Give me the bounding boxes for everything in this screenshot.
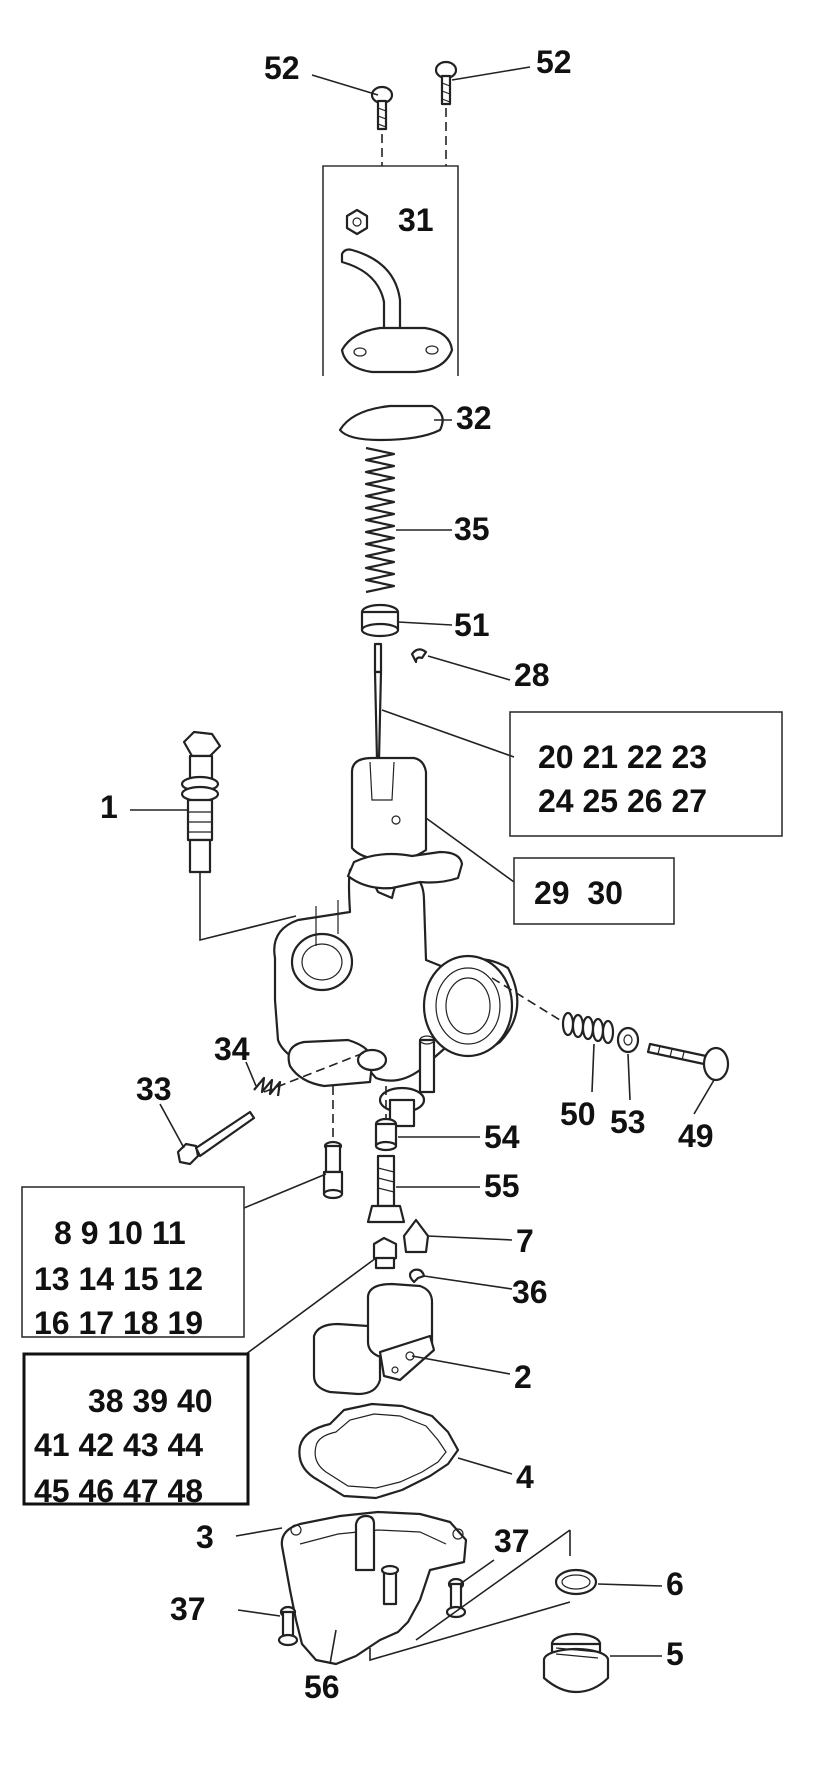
float-drawing: [312, 1282, 436, 1396]
needle-holder-drawing: [360, 603, 400, 638]
needle-jet-drawing: [366, 1154, 406, 1224]
callout-5: 5: [666, 1636, 684, 1672]
callout-3: 3: [196, 1519, 214, 1555]
bowl-bolt-left-drawing: [277, 1605, 299, 1647]
group-pilot-jet-line-3: 16 17 18 19: [34, 1305, 203, 1341]
callout-54: 54: [484, 1119, 520, 1155]
group-pilot-jet-line-2: 13 14 15 12: [34, 1261, 203, 1297]
callout-37-right: 37: [494, 1523, 530, 1559]
washer-drawing: [616, 1026, 640, 1054]
leader-lines: [130, 66, 715, 1665]
pilot-screw-spring-drawing: [253, 1076, 282, 1097]
callout-55: 55: [484, 1168, 520, 1204]
callout-51: 51: [454, 607, 490, 643]
callout-34: 34: [214, 1031, 250, 1067]
drain-plug-drawing: [542, 1632, 610, 1694]
needle-drawing: [373, 642, 383, 762]
slide-drawing: [350, 756, 428, 862]
callout-4: 4: [516, 1459, 534, 1495]
o-ring-drawing: [554, 1568, 598, 1596]
callout-28: 28: [514, 657, 550, 693]
callout-2: 2: [514, 1359, 532, 1395]
float-valve-clip-drawing: [408, 1268, 426, 1284]
callout-36: 36: [512, 1274, 548, 1310]
callout-37-left: 37: [170, 1591, 206, 1627]
callout-32: 32: [456, 400, 492, 436]
throttle-stop-screw-drawing: [646, 1042, 730, 1082]
pilot-screw-drawing: [176, 1110, 256, 1166]
assembly-lines: [263, 108, 571, 1662]
carburetor-body-drawing: [273, 850, 519, 1128]
callout-6: 6: [666, 1566, 684, 1602]
group-box-main-jet: [22, 1352, 250, 1506]
callout-31: 31: [398, 202, 434, 238]
group-pilot-jet-line-1: 8 9 10 11: [54, 1215, 186, 1251]
float-bowl-gasket-drawing: [298, 1402, 460, 1500]
group-needle-line-1: 20 21 22 23: [538, 739, 707, 775]
group-main-jet-line-3: 45 46 47 48: [34, 1473, 203, 1509]
pilot-jet-drawing: [322, 1140, 344, 1200]
cap-drawing: [340, 208, 454, 374]
screw-left-drawing: [370, 85, 394, 131]
group-labels: 20 21 22 23 24 25 26 27 29 30 8 9 10 11 …: [34, 739, 707, 1509]
group-main-jet-line-2: 41 42 43 44: [34, 1427, 203, 1463]
throttle-spring-drawing: [561, 1011, 615, 1045]
callout-50: 50: [560, 1096, 596, 1132]
callout-53: 53: [610, 1104, 646, 1140]
group-box-slide: [513, 857, 675, 925]
group-box-needle: [509, 711, 783, 837]
callout-35: 35: [454, 511, 490, 547]
air-screw-adjuster-drawing: [180, 730, 222, 874]
group-slide-line-1: 29 30: [534, 875, 623, 911]
callout-52-left: 52: [264, 50, 300, 86]
callout-49: 49: [678, 1118, 714, 1154]
group-needle-line-2: 24 25 26 27: [538, 783, 707, 819]
callout-1: 1: [100, 789, 118, 825]
callout-labels: 52 52 31 32 35 51 28 1 34 33 50 53 49 54…: [100, 44, 714, 1705]
group-box-pilot-jet: [21, 1186, 245, 1338]
cap-frame: [322, 165, 459, 376]
callout-56: 56: [304, 1669, 340, 1705]
float-valve-drawing: [402, 1218, 430, 1254]
group-main-jet-line-1: 38 39 40: [88, 1383, 213, 1419]
spring-drawing: [364, 446, 396, 594]
float-bowl-drawing: [280, 1510, 468, 1666]
gasket-drawing: [338, 404, 444, 442]
callout-7: 7: [516, 1223, 534, 1259]
main-jet-drawing: [372, 1236, 398, 1270]
callout-52-right: 52: [536, 44, 572, 80]
screw-right-drawing: [434, 60, 458, 106]
callout-33: 33: [136, 1071, 172, 1107]
needle-jet-cap-drawing: [374, 1117, 398, 1152]
clip-drawing: [410, 648, 428, 664]
